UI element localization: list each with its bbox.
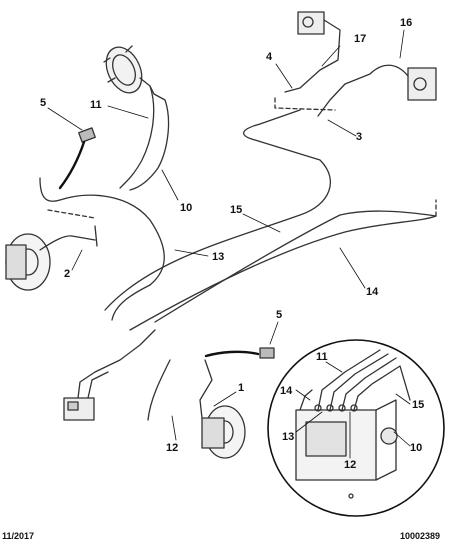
callout-12-bottom: 12	[166, 442, 179, 454]
callout-14-detail: 14	[280, 385, 293, 397]
callout-11-detail: 11	[316, 351, 328, 363]
callout-4: 4	[266, 51, 273, 63]
pipe-14	[129, 215, 437, 331]
detail-magnifier	[267, 339, 445, 517]
pipe-13	[104, 109, 331, 311]
callout-10-detail: 10	[410, 442, 423, 454]
callout-12-detail: 12	[344, 459, 357, 471]
pipe-10	[129, 93, 170, 191]
callout-14-main: 14	[366, 286, 379, 298]
rear-left-caliper	[284, 11, 341, 93]
abs-unit-small	[63, 329, 156, 421]
callout-10-top: 10	[180, 202, 193, 214]
callout-16: 16	[400, 17, 413, 29]
pipe-15	[154, 199, 437, 323]
callout-11-top: 11	[90, 99, 102, 111]
pipe-11	[119, 85, 155, 189]
front-right-brake	[147, 359, 246, 459]
footer-date: 11/2017	[2, 531, 35, 541]
clip-5-top	[58, 127, 96, 190]
front-left-brake	[5, 225, 98, 291]
clip-5-bottom	[204, 347, 275, 359]
callout-3: 3	[356, 131, 363, 143]
callout-2: 2	[64, 268, 71, 280]
flexible-hose-front-left	[39, 177, 165, 286]
callout-15-detail: 15	[412, 399, 425, 411]
dashed-guide-top	[274, 97, 336, 111]
callout-17: 17	[354, 33, 367, 45]
callout-15-main: 15	[230, 204, 243, 216]
rear-right-caliper	[317, 64, 437, 117]
leader-lines	[47, 29, 411, 459]
dashed-guide-left	[47, 209, 96, 219]
footer-reference: 10002389	[400, 531, 441, 541]
callout-5-bottom: 5	[276, 309, 283, 321]
callout-5-top: 5	[40, 97, 47, 109]
callout-13-detail: 13	[282, 431, 295, 443]
brake-servo	[103, 45, 155, 95]
callout-1: 1	[238, 382, 245, 394]
callout-13-main: 13	[212, 251, 225, 263]
